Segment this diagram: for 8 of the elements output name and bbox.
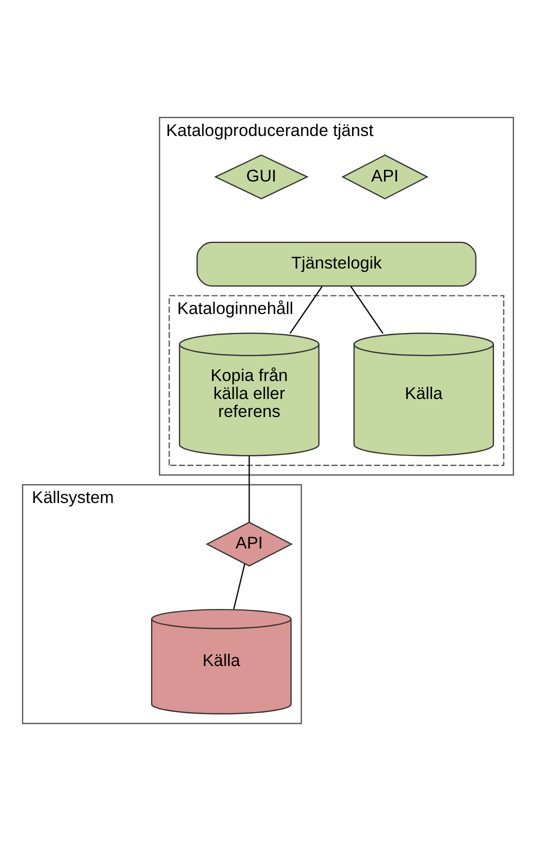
connector — [248, 456, 250, 522]
connector — [233, 564, 246, 610]
node-diamond: GUI — [214, 154, 309, 200]
connector — [290, 286, 323, 334]
node-diamond: API — [206, 522, 293, 567]
connector — [350, 286, 384, 334]
node-diamond: API — [341, 154, 428, 200]
node-box: Tjänstelogik — [196, 242, 476, 287]
